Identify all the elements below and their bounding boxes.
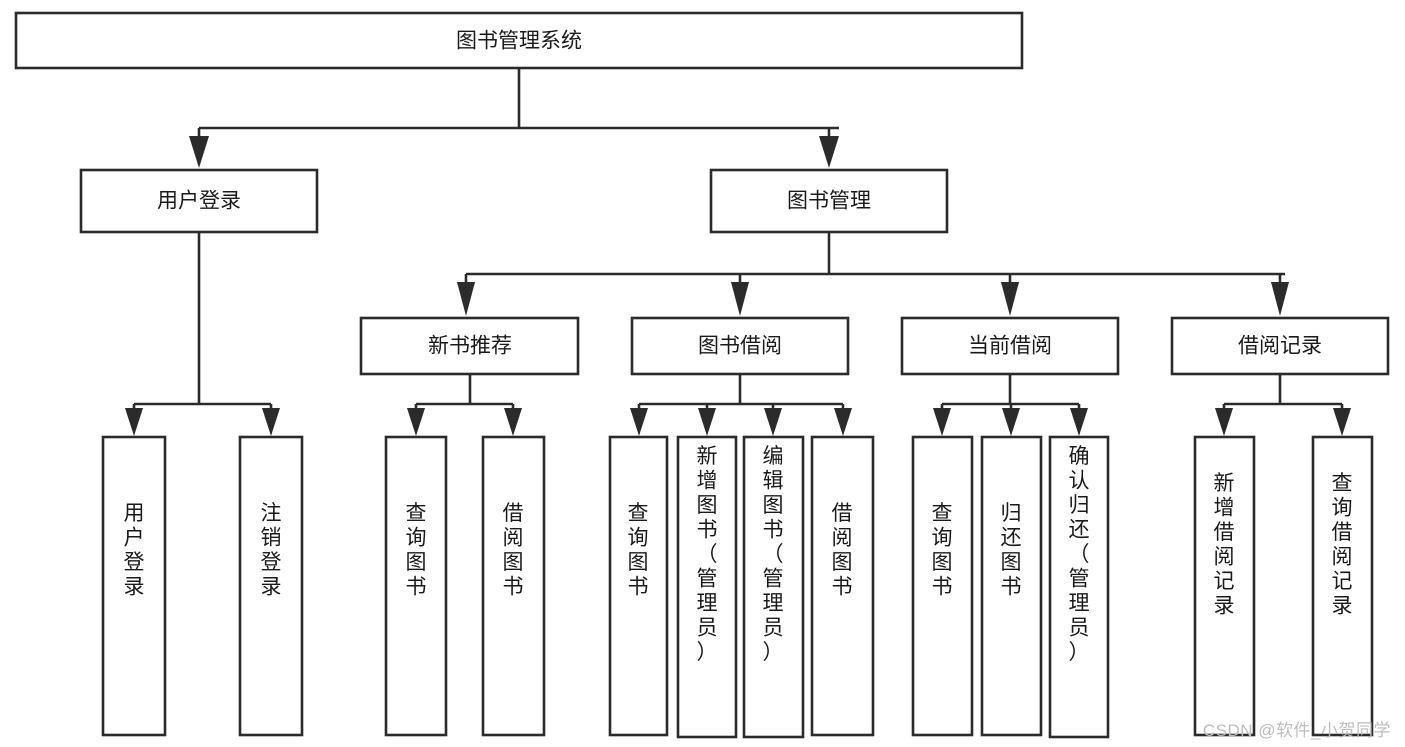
node-borrow-record[interactable]: 借阅记录 [1170,316,1390,376]
node-leaf-user-login[interactable]: 用户登录 [101,435,167,737]
node-leaf-return-book[interactable]: 归还图书 [980,435,1043,737]
node-user-login-box[interactable] [79,168,319,234]
node-leaf-query-book-3[interactable]: 查询图书 [911,435,974,737]
node-user-login-label: 用户登录 [157,190,241,213]
node-borrow-record-box[interactable] [1170,316,1390,376]
node-leaf-query-book-2[interactable]: 查询图书 [608,435,669,737]
node-book-manage-label: 图书管理 [787,190,871,213]
node-borrow-record-label: 借阅记录 [1238,335,1322,358]
arrow-head-leaf-return-book [1002,408,1020,436]
node-root-box[interactable] [14,11,1024,70]
node-leaf-add-borrow-record-box[interactable] [1193,435,1256,737]
node-leaf-add-borrow-record[interactable]: 新增借阅记录 [1193,435,1256,737]
node-leaf-user-logout-box[interactable] [238,435,304,737]
node-leaf-query-book-1-box[interactable] [384,435,448,737]
node-leaf-add-book-admin-box[interactable] [676,435,738,739]
node-current-borrow[interactable]: 当前借阅 [900,316,1120,376]
arrow-head-leaf-borrow-book-2 [834,408,852,436]
node-leaf-borrow-book-2[interactable]: 借阅图书 [810,435,875,737]
node-leaf-confirm-return-admin-label: 确认归还（管理员） [1069,445,1090,664]
node-leaf-query-book-2-box[interactable] [608,435,669,737]
csdn-watermark: CSDN @软件_小贺同学 [1202,721,1391,740]
arrow-head-leaf-user-logout [262,408,280,436]
arrow-head-leaf-user-login [125,408,143,436]
node-root-label: 图书管理系统 [456,30,582,53]
arrow-head-leaf-query-borrow-record [1333,408,1351,436]
arrow-head-new-book-recommend [457,282,475,316]
arrow-head-leaf-confirm-return-admin [1070,408,1088,436]
node-book-borrow-label: 图书借阅 [698,335,782,358]
arrow-head-current-borrow [1001,282,1019,316]
arrow-head-leaf-add-book-admin [698,408,716,436]
arrow-head-leaf-query-book-3 [933,408,951,436]
node-leaf-add-borrow-record-label: 新增借阅记录 [1214,472,1235,618]
node-leaf-edit-book-admin[interactable]: 编辑图书（管理员） [742,435,805,739]
node-leaf-query-book-3-box[interactable] [911,435,974,737]
node-new-book-recommend[interactable]: 新书推荐 [359,316,580,376]
node-current-borrow-box[interactable] [900,316,1120,376]
node-leaf-borrow-book-1[interactable]: 借阅图书 [481,435,546,737]
arrow-head-leaf-query-book-1 [407,408,425,436]
node-leaf-edit-book-admin-label: 编辑图书（管理员） [763,445,784,664]
node-book-borrow[interactable]: 图书借阅 [630,316,850,376]
node-leaf-borrow-book-2-box[interactable] [810,435,875,737]
arrow-head-borrow-record [1271,282,1289,316]
arrow-head-leaf-borrow-book-1 [504,408,522,436]
arrow-head-leaf-query-book-2 [630,408,648,436]
node-book-borrow-box[interactable] [630,316,850,376]
node-book-manage-box[interactable] [709,168,949,234]
node-leaf-confirm-return-admin-box[interactable] [1048,435,1110,739]
node-leaf-query-borrow-record-label: 查询借阅记录 [1332,472,1353,618]
node-leaf-borrow-book-2-label: 借阅图书 [832,502,853,599]
node-leaf-user-logout-label: 注销登录 [261,502,282,599]
node-leaf-borrow-book-1-label: 借阅图书 [503,502,524,599]
arrow-head-book-manage [819,136,839,168]
node-user-login[interactable]: 用户登录 [79,168,319,234]
node-leaf-user-login-label: 用户登录 [124,502,145,599]
node-leaf-query-book-1-label: 查询图书 [406,502,427,599]
node-leaf-query-book-3-label: 查询图书 [932,502,953,599]
node-leaf-return-book-label: 归还图书 [1001,502,1022,599]
node-leaf-query-book-1[interactable]: 查询图书 [384,435,448,737]
node-leaf-user-login-box[interactable] [101,435,167,737]
node-leaf-query-borrow-record-box[interactable] [1311,435,1374,737]
node-current-borrow-label: 当前借阅 [968,335,1052,358]
node-leaf-user-logout[interactable]: 注销登录 [238,435,304,737]
node-leaf-borrow-book-1-box[interactable] [481,435,546,737]
arrow-head-book-borrow [731,282,749,316]
node-new-book-recommend-label: 新书推荐 [428,335,512,358]
node-leaf-edit-book-admin-box[interactable] [742,435,805,739]
node-root[interactable]: 图书管理系统 [14,11,1024,70]
node-leaf-confirm-return-admin[interactable]: 确认归还（管理员） [1048,435,1110,739]
node-leaf-query-book-2-label: 查询图书 [628,502,649,599]
node-new-book-recommend-box[interactable] [359,316,580,376]
connector-layer [125,68,1351,436]
node-book-manage[interactable]: 图书管理 [709,168,949,234]
arrow-head-leaf-add-borrow-record [1215,408,1233,436]
node-leaf-add-book-admin-label: 新增图书（管理员） [697,445,718,664]
node-leaf-query-borrow-record[interactable]: 查询借阅记录 [1311,435,1374,737]
arrow-head-leaf-edit-book-admin [764,408,782,436]
arrow-head-user-login [189,136,209,168]
node-leaf-return-book-box[interactable] [980,435,1043,737]
node-leaf-add-book-admin[interactable]: 新增图书（管理员） [676,435,738,739]
